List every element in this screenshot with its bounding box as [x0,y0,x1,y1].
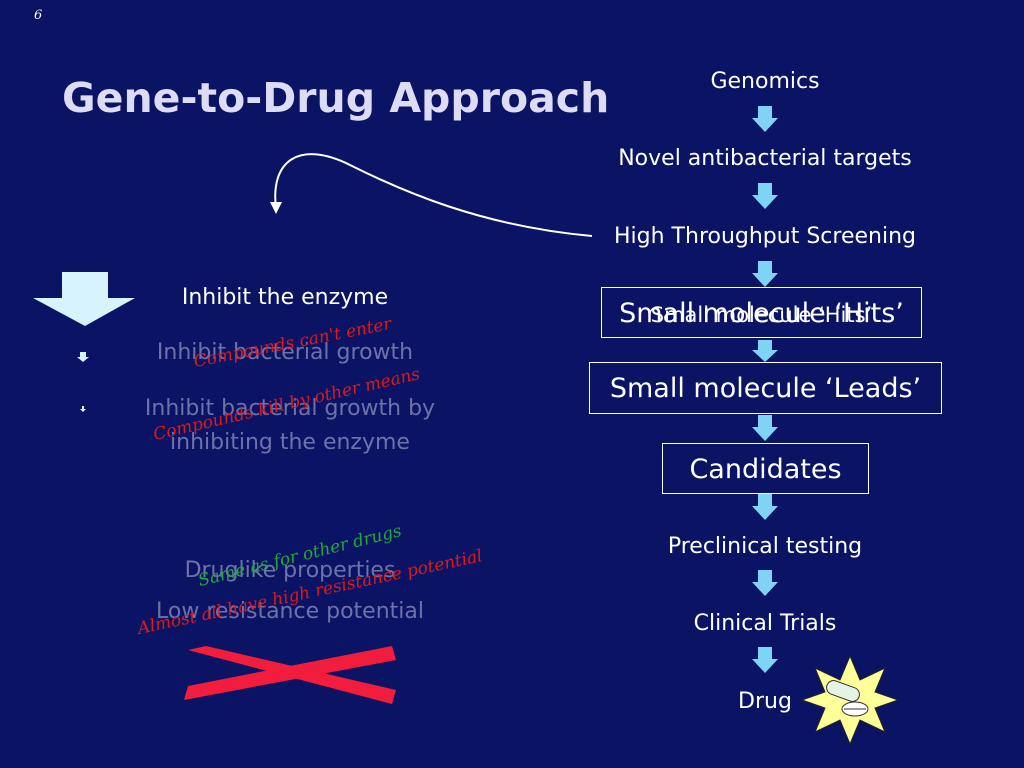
box-candidates: Candidates [662,443,869,494]
flow-arrows [752,106,778,673]
candidates-label: Candidates [689,454,842,485]
hits-label: Small molecule ‘Hits’ [619,298,904,329]
flow-arrow-5 [752,415,778,441]
hits-overlay-label: Small molecule ‘Hits’ [650,303,873,327]
flow-arrow-3 [752,261,778,287]
flow-arrow-1 [752,106,778,132]
slide-number: 6 [34,8,43,23]
flow-arrow-4 [752,340,778,362]
flow-arrow-8 [752,647,778,673]
box-leads: Small molecule ‘Leads’ [589,362,942,414]
flow-arrow-6 [752,494,778,520]
step-preclinical: Preclinical testing [667,534,863,559]
flow-arrow-2 [752,183,778,209]
curved-connector-arrowhead [270,202,282,214]
x-mark-icon [184,646,396,704]
criterion-inhibit-growth: Inhibit bacterial growth [156,340,414,365]
slide-title: Gene-to-Drug Approach [62,74,610,122]
box-hits: Small molecule ‘Hits’ [601,287,922,338]
leads-label: Small molecule ‘Leads’ [609,373,922,404]
small-down-arrow-icon [77,352,89,362]
criterion-druglike: Druglike properties [184,558,396,583]
step-novel-targets: Novel antibacterial targets [618,146,912,171]
step-genomics: Genomics [710,69,820,94]
tiny-down-arrow-icon [80,406,86,412]
flow-arrow-7 [752,570,778,596]
criterion-low-resistance: Low resistance potential [156,599,424,624]
step-clinical-trials: Clinical Trials [693,611,837,636]
criterion-inhibit-enzyme: Inhibit the enzyme [181,285,389,310]
criterion-inhibiting-enzyme: inhibiting the enzyme [170,430,410,455]
criterion-inhibit-growth-by: Inhibit bacterial growth by [144,396,436,421]
step-hts: High Throughput Screening [614,224,916,249]
down-arrow-icon [33,272,135,326]
step-drug: Drug [738,689,792,714]
curved-connector-arrow [274,153,593,237]
pill-burst-icon [800,654,900,746]
